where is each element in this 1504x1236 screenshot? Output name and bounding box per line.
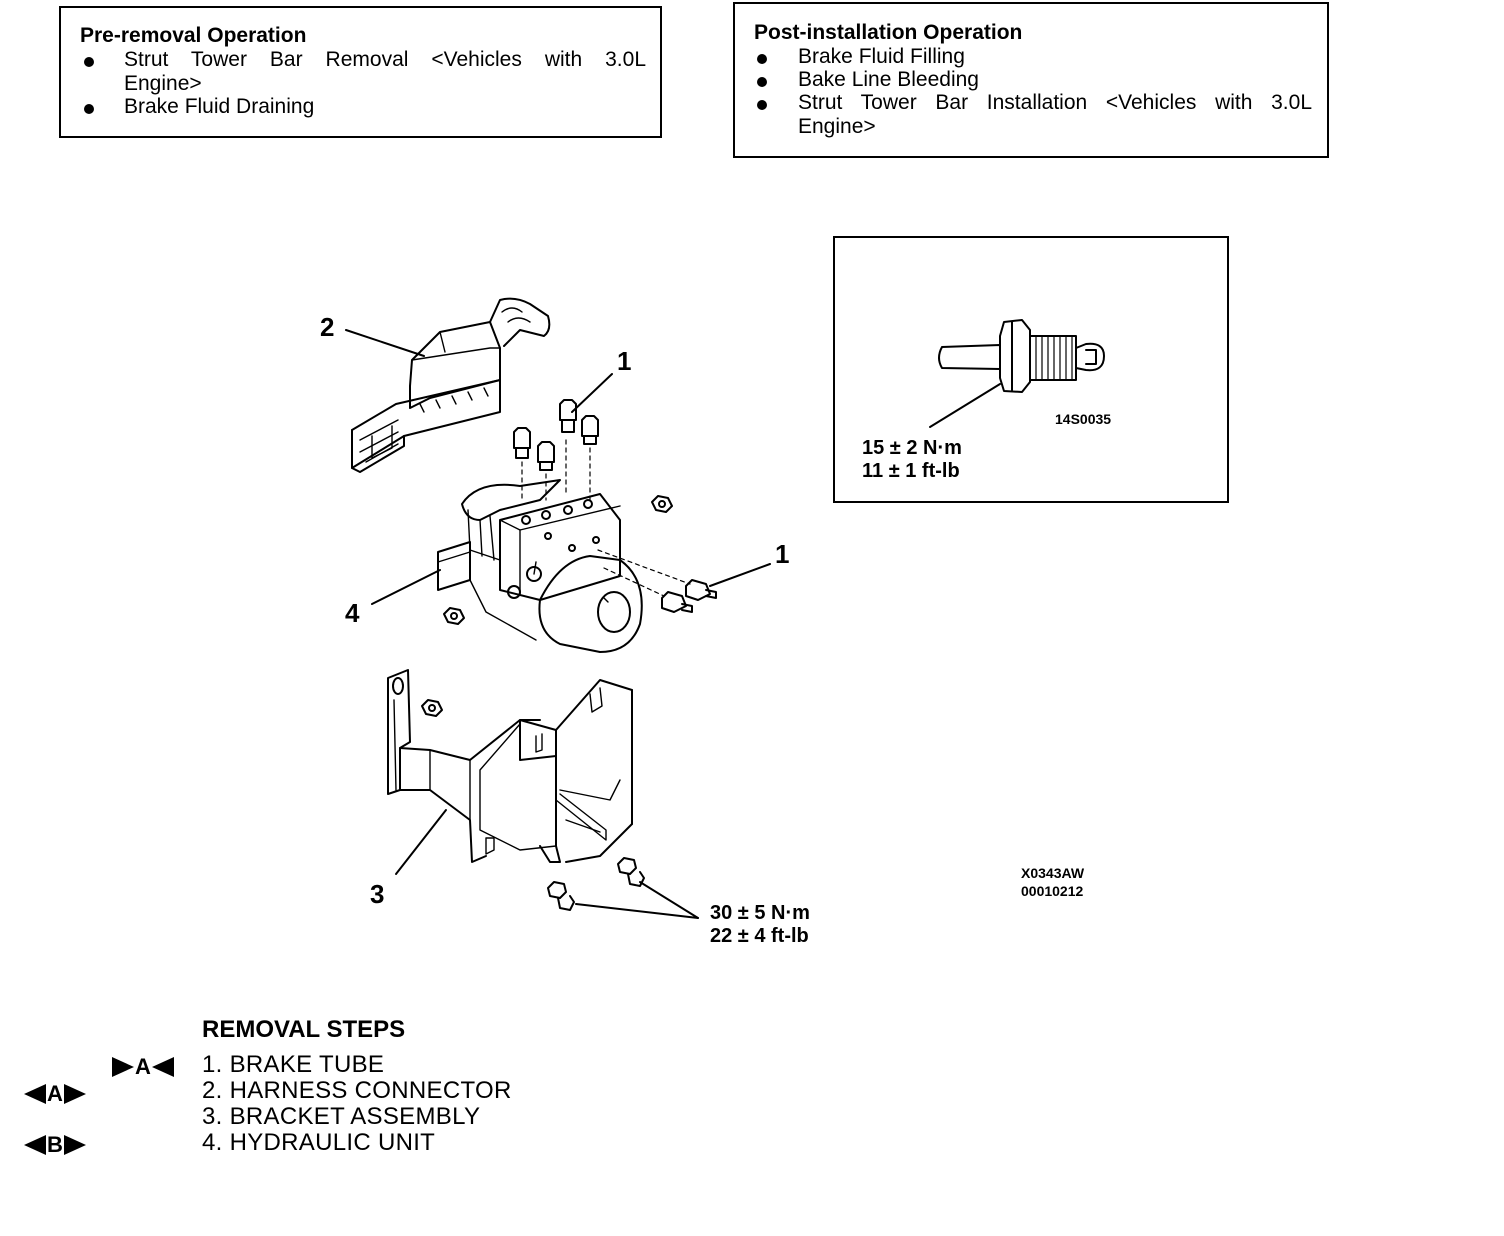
bracket-assembly-icon (387, 669, 633, 863)
inset-torque-nm: 15 ± 2 N·m (862, 437, 962, 459)
post-installation-item: Engine> (798, 115, 876, 138)
hydraulic-unit-icon (437, 479, 643, 653)
post-installation-item: Strut Tower Bar Installation <Vehicles w… (798, 91, 1312, 114)
post-installation-item: Bake Line Bleeding (798, 68, 979, 91)
harness-connector-icon (351, 297, 551, 473)
marker-letter: B (47, 1132, 63, 1158)
removal-steps-title: REMOVAL STEPS (202, 1016, 406, 1043)
inset-torque-ftlb: 11 ± 1 ft-lb (862, 460, 960, 482)
callout-hydraulic-unit: 4 (345, 598, 360, 628)
figure-code: X0343AW (1021, 865, 1085, 881)
bullet-icon (757, 100, 767, 110)
removal-step: 4. HYDRAULIC UNIT (202, 1129, 436, 1156)
brake-tube-fitting-icon (513, 399, 599, 471)
pre-removal-item: Strut Tower Bar Removal <Vehicles with 3… (124, 48, 646, 71)
arrow-left-icon (24, 1084, 46, 1105)
bullet-icon (757, 77, 767, 87)
bolt-icon (547, 857, 645, 911)
bullet-icon (84, 104, 94, 114)
arrow-right-icon (112, 1057, 134, 1078)
post-installation-box: Post-installation Operation Brake Fluid … (733, 2, 1329, 158)
marker-removal-b: B (24, 1131, 86, 1158)
nut-icon (421, 495, 673, 717)
removal-step: 2. HARNESS CONNECTOR (202, 1077, 512, 1104)
sensor-fitting-icon (929, 319, 1105, 428)
arrow-left-icon (151, 1057, 174, 1078)
callout-harness-connector: 2 (320, 312, 334, 342)
marker-letter: A (135, 1054, 151, 1080)
arrow-right-icon (63, 1084, 86, 1105)
arrow-left-icon (24, 1135, 46, 1156)
removal-step: 1. BRAKE TUBE (202, 1051, 385, 1078)
callout-brake-tube: 1 (617, 346, 631, 376)
bullet-icon (84, 57, 94, 67)
bolt-torque-nm: 30 ± 5 N·m (710, 902, 810, 924)
pre-removal-box: Pre-removal Operation Strut Tower Bar Re… (59, 6, 662, 138)
inset-box (833, 236, 1229, 503)
post-installation-item: Brake Fluid Filling (798, 45, 965, 68)
inset-code: 14S0035 (1055, 411, 1111, 427)
marker-install-a: A (112, 1053, 174, 1080)
brake-tube-fitting-icon (661, 579, 717, 613)
post-installation-title: Post-installation Operation (754, 21, 1023, 44)
marker-letter: A (47, 1081, 63, 1107)
pre-removal-item: Brake Fluid Draining (124, 95, 315, 118)
pre-removal-item: Engine> (124, 72, 202, 95)
callout-brake-tube: 1 (775, 539, 789, 569)
marker-removal-a: A (24, 1080, 86, 1107)
removal-step: 3. BRACKET ASSEMBLY (202, 1103, 481, 1130)
figure-code: 00010212 (1021, 883, 1084, 899)
arrow-right-icon (63, 1135, 86, 1156)
callout-bracket-assembly: 3 (370, 879, 384, 909)
pre-removal-title: Pre-removal Operation (80, 24, 307, 47)
bolt-torque-ftlb: 22 ± 4 ft-lb (710, 925, 809, 947)
bullet-icon (757, 54, 767, 64)
